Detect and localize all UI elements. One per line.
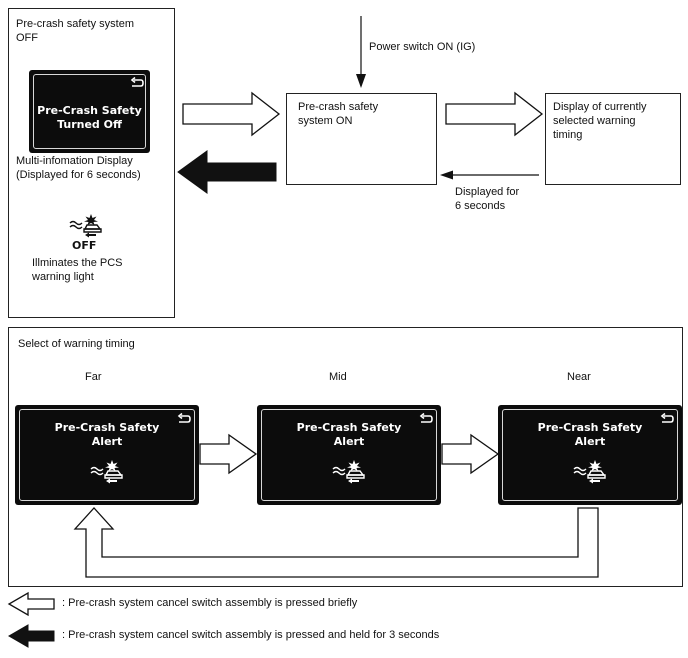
display-title-line1: Pre-Crash Safety (37, 104, 142, 117)
warning-timing-line1: Display of currently (553, 101, 647, 113)
alert-title-line2: Alert (333, 435, 365, 448)
display-frame (19, 409, 195, 501)
alert-title-line2: Alert (574, 435, 606, 448)
back-arrow-icon (419, 412, 433, 423)
display-caption-line2: (Displayed for 6 seconds) (16, 169, 141, 181)
warning-timing-line2: selected warning (553, 115, 636, 127)
alert-title-line1: Pre-Crash Safety (54, 421, 160, 434)
display-frame (502, 409, 678, 501)
warning-timing-line3: timing (553, 129, 583, 141)
warning-timing-box: Display of currently selected warning ti… (545, 93, 681, 185)
select-warning-timing-panel: Select of warning timing Far Mid Near Pr… (8, 327, 683, 587)
back-arrow-icon (130, 76, 144, 87)
display-frame (33, 74, 146, 149)
pcs-warning-icon (90, 460, 123, 484)
select-panel-title: Select of warning timing (18, 338, 135, 350)
pcs-on-line2: system ON (298, 115, 353, 127)
alert-display-mid: Pre-Crash Safety Alert (257, 405, 441, 505)
pcs-warning-icon (69, 214, 102, 238)
alert-title-line2: Alert (91, 435, 123, 448)
pcs-on-box: Pre-crash safety system ON (286, 93, 437, 185)
outline-arrow-icon (7, 591, 55, 617)
legend-held-text: : Pre-crash system cancel switch assembl… (62, 629, 440, 641)
power-switch-label: Power switch ON (IG) (369, 41, 476, 53)
pcs-on-line1: Pre-crash safety (298, 101, 379, 113)
legend-brief-text: : Pre-crash system cancel switch assembl… (62, 597, 358, 609)
return-arrow (440, 170, 539, 180)
solid-arrow-icon (177, 150, 277, 194)
back-arrow-icon (660, 412, 674, 423)
cycle-return-arrow (73, 507, 599, 578)
power-switch-arrow (356, 16, 366, 88)
light-caption-line1: Illminates the PCS (32, 257, 123, 269)
pcs-off-title-line2: OFF (16, 32, 38, 44)
light-caption-line2: warning light (32, 271, 94, 283)
outline-arrow-icon (199, 433, 258, 475)
alert-display-far: Pre-Crash Safety Alert (15, 405, 199, 505)
pcs-warning-icon (332, 460, 365, 484)
display-title-line2: Turned Off (57, 118, 122, 131)
column-label-mid: Mid (329, 371, 347, 383)
column-label-near: Near (567, 371, 591, 383)
outline-arrow-icon (445, 91, 544, 137)
alert-display-near: Pre-Crash Safety Alert (498, 405, 682, 505)
multi-information-display: Pre-Crash Safety Turned Off (29, 70, 150, 153)
alert-title-line1: Pre-Crash Safety (537, 421, 643, 434)
displayed-for-line1: Displayed for (455, 186, 520, 198)
column-label-far: Far (85, 371, 102, 383)
outline-arrow-icon (182, 91, 281, 137)
outline-arrow-icon (441, 433, 500, 475)
pcs-warning-icon (573, 460, 606, 484)
back-arrow-icon (177, 412, 191, 423)
alert-title-line1: Pre-Crash Safety (296, 421, 402, 434)
display-caption-line1: Multi-infomation Display (16, 155, 133, 167)
display-frame (261, 409, 437, 501)
displayed-for-line2: 6 seconds (455, 200, 506, 212)
solid-arrow-icon (8, 624, 55, 648)
pcs-off-panel: Pre-crash safety system OFF Pre-Crash Sa… (8, 8, 175, 318)
indicator-off-label: OFF (72, 239, 97, 252)
pcs-off-title-line1: Pre-crash safety system (16, 18, 134, 30)
